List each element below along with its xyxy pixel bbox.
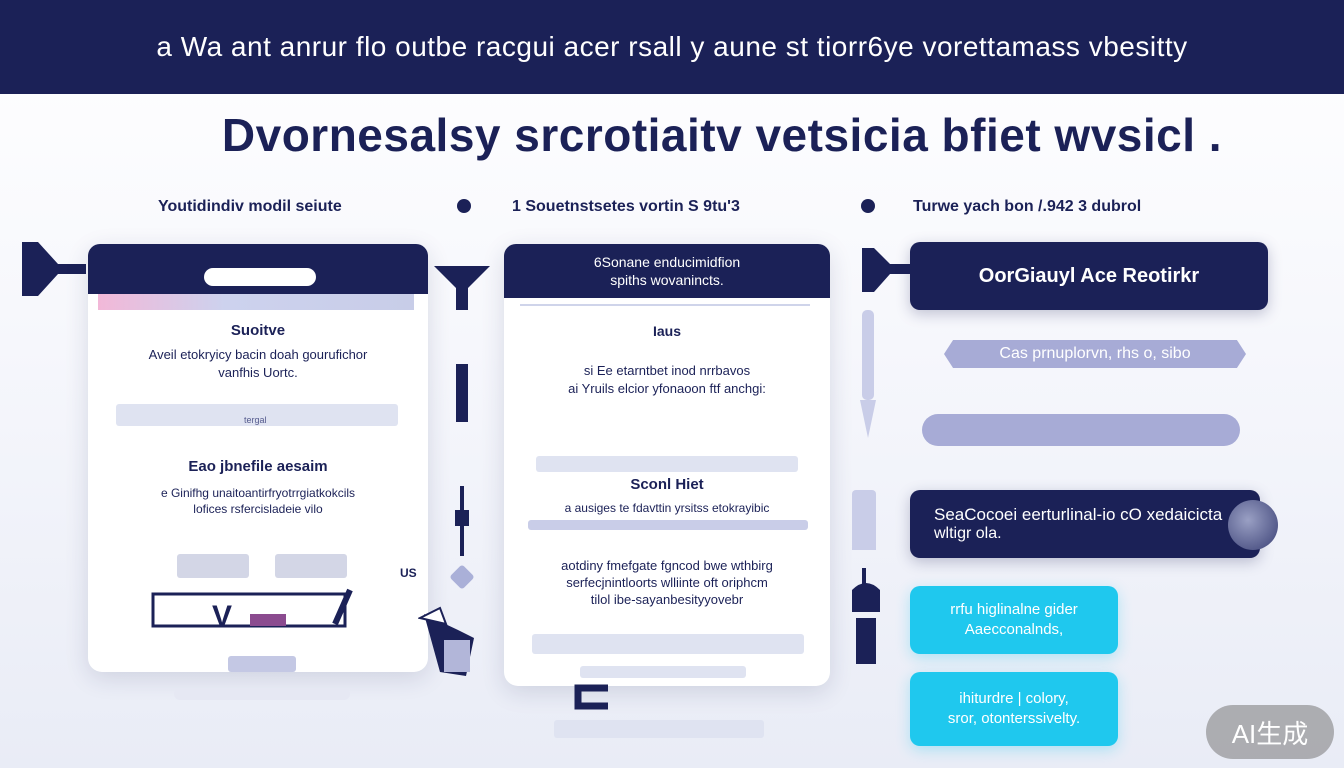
cyan-card-1[interactable]: rrfu higlinalne gider Aaecconalnds, [910, 586, 1118, 654]
top-banner: a Wa ant anrur flo outbe racgui acer rsa… [0, 0, 1344, 94]
column-label-3: Turwe yach bon /.942 3 dubrol [913, 198, 1142, 215]
arrow-connector-icon [22, 242, 86, 296]
card2-slider[interactable] [528, 520, 808, 530]
card1-input-bar[interactable]: tergal [116, 404, 398, 426]
pen-connector-icon [860, 310, 876, 438]
funnel-connector-icon [434, 266, 490, 310]
card2-line-1: si Ee etarntbet inod nrrbavos [583, 363, 751, 378]
connector-bar-1 [456, 364, 468, 422]
banner-text: a Wa ant anrur flo outbe racgui acer rsa… [156, 31, 1188, 62]
column-label-2: 1 Souetnstsetes vortin S 9tu'3 [512, 198, 740, 215]
connector-diamond [449, 564, 475, 590]
column-bullet-3 [861, 199, 875, 213]
column-bullet-2 [457, 199, 471, 213]
tag-chip-1-text: Cas prnuplorvn, rhs o, sibo [999, 345, 1191, 362]
card2-base [554, 720, 764, 738]
ai-generated-watermark: AI生成 [1206, 705, 1334, 759]
summary-line-1: SeaCocoei eerturlinal-io cO xedaicicta [934, 505, 1223, 524]
card2-body2-line-2: serfecjnintloorts wlliinte oft oriphcm [566, 575, 768, 590]
card2-head-line-2: spiths wovanincts. [610, 272, 724, 288]
card2-header: 6Sonane enducimidfion spiths wovanincts. [504, 244, 830, 298]
cyan-card-1-line-1: rrfu higlinalne gider [950, 600, 1078, 618]
title-card-text: OorGiauyl Ace Reotirkr [978, 264, 1200, 287]
cyan-card-1-line-2: Aaecconalnds, [964, 621, 1064, 638]
card2-title-2: Sconl Hiet [630, 476, 704, 493]
hand-pointer-icon [418, 606, 474, 676]
card1-title: Suoitve [230, 322, 286, 339]
cyan-card-2-line-2: sror, otonterssivelty. [947, 710, 1081, 727]
card2-body2-line-1: aotdiny fmefgate fgncod bwe wthbirg [561, 558, 773, 573]
column-label-1: Youtidindiv modil seiute [158, 198, 342, 215]
watermark-text: AI生成 [1231, 718, 1309, 749]
card1-header-strip [98, 294, 414, 310]
card2-input-bar[interactable] [532, 634, 804, 654]
card1-line-2: vanfhis Uortc. [218, 365, 298, 380]
card1-bar-label: tergal [244, 415, 267, 425]
card2-body2-line-3: tilol ibe-sayanbesityyovebr [590, 592, 744, 607]
tag-chip-1[interactable]: Cas prnuplorvn, rhs o, sibo [944, 340, 1246, 368]
connector-bar-3 [852, 490, 876, 550]
card1-line-1: Aveil etokryicy bacin doah gourufichor [148, 347, 368, 362]
tag-chip-2[interactable] [922, 414, 1240, 446]
cyan-card-2[interactable]: ihiturdre | colory, sror, otonterssivelt… [910, 672, 1118, 746]
card1-button-left[interactable] [177, 554, 249, 578]
card2-head-line-1: 6Sonane enducimidfion [593, 253, 741, 270]
card1-body2-line-1: e Ginifhg unaitoantirfryotrrgiatkokcils [160, 486, 356, 500]
cyan-card-2-line-1: ihiturdre | colory, [959, 689, 1069, 707]
card2-progress-bar [536, 456, 798, 472]
card1-stand [228, 656, 296, 672]
page-title: Dvornesalsy srcrotiaitv vetsicia bfiet w… [221, 109, 1223, 161]
card1-handle [204, 268, 316, 286]
card1-body2-line-2: lofices rsfercisladeie vilo [193, 502, 323, 516]
pin-connector-icon [455, 486, 469, 556]
card2-footer-bar [580, 666, 746, 678]
card1-logo-icon [151, 588, 353, 628]
plug-connector-icon [852, 568, 880, 664]
summary-card[interactable]: SeaCocoei eerturlinal-io cO xedaicicta w… [910, 490, 1260, 558]
card2-divider [520, 304, 810, 306]
card2-subline: a ausiges te fdavttin yrsitss etokrayibi… [564, 501, 770, 515]
title-card-accelerator[interactable]: OorGiauyl Ace Reotirkr [910, 242, 1268, 310]
card2-title: Iaus [652, 323, 681, 339]
card1-base [174, 688, 350, 700]
card2-bracket-icon [574, 684, 608, 710]
summary-line-2: wltigr ola. [934, 525, 1002, 542]
card1-side-label: US [400, 566, 417, 580]
card2-line-2: ai Yruils elcior yfonaoon ftf anchgi: [568, 381, 766, 396]
card1-title-2: Eao jbnefile aesaim [188, 458, 328, 475]
card1-button-right[interactable] [275, 554, 347, 578]
arrow-connector-3-icon [862, 248, 914, 292]
summary-toggle-knob[interactable] [1228, 500, 1278, 550]
card1-logo-text: V [212, 600, 233, 633]
card-suggestive [88, 244, 428, 672]
